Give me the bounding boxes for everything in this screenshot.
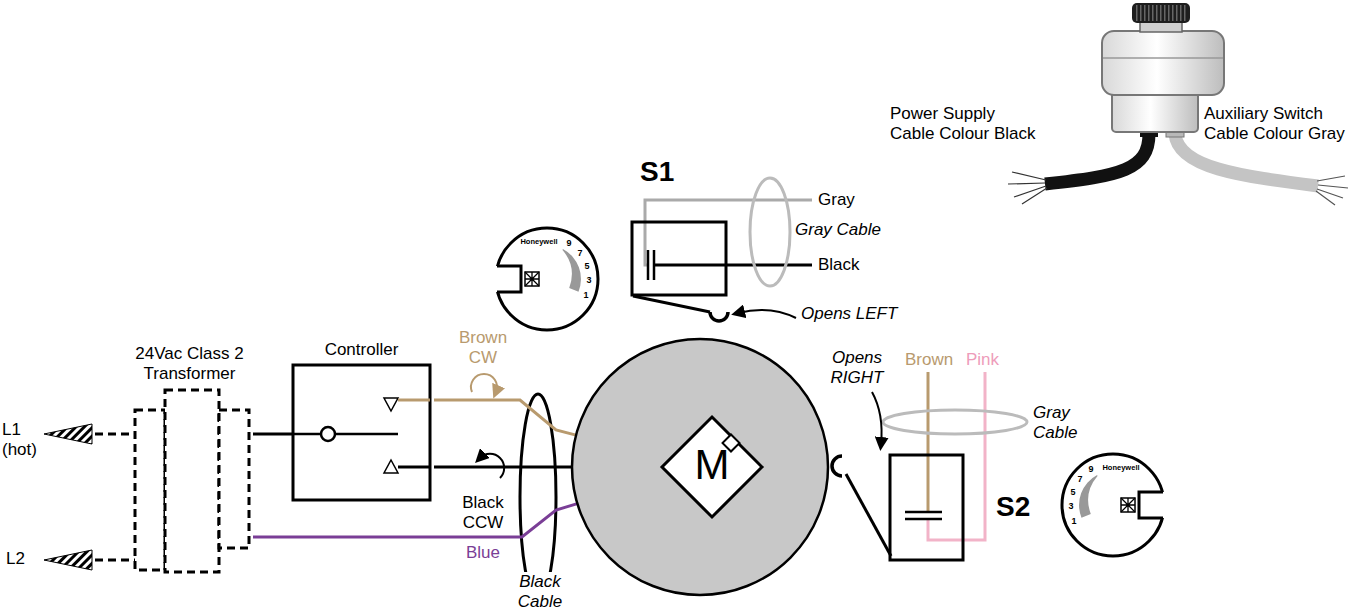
cam-dial [1062,454,1167,556]
switch-s1 [632,178,812,321]
motor-body [572,339,828,595]
annotation-label: 1 [1071,516,1076,526]
controller: Controller [293,340,434,500]
node-label: M [682,441,742,489]
wire-connector [434,466,572,469]
switch-s1: S1 [632,156,726,295]
annotation-label: Honeywell [520,238,557,247]
wire-label: Brown CW [453,328,513,367]
transformer: 24Vac Class 2 Transformer [130,344,253,572]
annotation-label: Gray Cable [795,220,881,240]
annotation-label: 3 [1068,501,1073,511]
rotation-arrow [471,374,497,392]
switch-s2 [832,372,1027,560]
annotation-label: Black [818,255,860,275]
transformer-outline [135,390,249,572]
node-label: Controller [293,340,430,360]
annotation-label: Pink [966,350,999,370]
node-label: 24Vac Class 2 Transformer [130,344,249,383]
annotation-label: 5 [584,261,589,271]
annotation-label: L2 [6,549,25,569]
wire-connector [253,433,293,436]
supply-terminal [44,424,135,570]
cam-dial [493,228,598,330]
annotation-label: 7 [577,248,582,258]
annotation-label: 3 [586,275,591,285]
rotation-arrow [480,454,504,478]
annotation-label: Opens LEFT [801,304,897,324]
node-label: S2 [996,491,1040,523]
cable-bundle [520,394,556,600]
wire-connector [253,504,577,537]
switch-s2: S2 [890,455,1040,560]
annotation-label: Opens RIGHT [826,348,888,387]
annotation-label: Brown [905,350,953,370]
wire-label: Blue [466,543,500,563]
motor: M [570,337,830,597]
annotation-label: L1 (hot) [2,420,46,459]
annotation-label: 1 [583,290,588,300]
node-label: S1 [640,156,700,188]
annotation-label: Gray Cable [1033,403,1083,442]
controller-box [293,365,430,500]
annotation-label: 9 [566,238,571,248]
annotation-label: Power Supply Cable Colour Black [890,104,1040,143]
annotation-label: Auxiliary Switch Cable Colour Gray [1204,104,1350,143]
annotation-label: 9 [1088,464,1093,474]
annotation-label: Gray [818,190,855,210]
wire-connector [434,400,576,435]
wire-label: Black CCW [453,493,513,532]
annotation-label: 7 [1077,474,1082,484]
annotation-label: 5 [1070,487,1075,497]
annotation-label: Black Cable [512,572,568,611]
annotation-label: Honeywell [1102,464,1139,473]
motor-symbol [662,417,762,517]
